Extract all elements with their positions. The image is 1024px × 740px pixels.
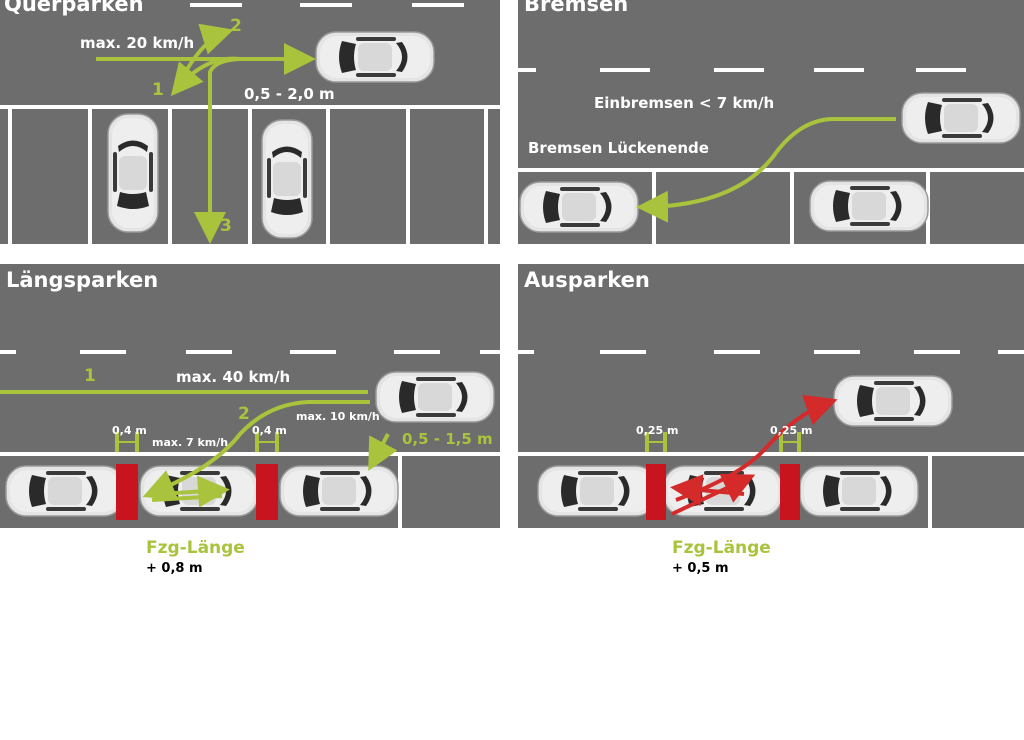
gap-block-left — [116, 464, 138, 520]
gap-block-right — [780, 464, 800, 520]
car-parked-front — [537, 465, 657, 517]
brake-label: Einbremsen < 7 km/h — [594, 94, 775, 112]
speed-label: max. 20 km/h — [80, 34, 195, 52]
car-parked-behind — [279, 465, 399, 517]
panel-title: Bremsen — [524, 0, 629, 16]
bremsen-scene — [518, 68, 1024, 244]
car-approaching — [315, 31, 435, 83]
car-parked-behind — [799, 465, 919, 517]
gap-block-right — [256, 464, 278, 520]
car-searching — [375, 371, 495, 423]
speed-mid-label: max. 10 km/h — [296, 410, 380, 423]
exit-arrows — [670, 394, 838, 516]
car-parked-right — [261, 119, 313, 239]
step-1-label: 1 — [84, 366, 96, 386]
panel-ausparken: Ausparken 0,25 m 0,25 m — [518, 264, 1024, 528]
gap-right-label: 0,4 m — [252, 424, 287, 437]
panel-laengsparken: Längsparken 1 2 max. 40 km/h max. 10 km/… — [0, 264, 500, 528]
laengs-caption-main: Fzg-Länge — [146, 538, 245, 558]
step-3-label: 3 — [220, 216, 232, 236]
step-2-label: 2 — [238, 404, 250, 424]
road-markings — [0, 3, 500, 244]
panel-title: Längsparken — [6, 268, 159, 292]
car-braking — [901, 92, 1021, 144]
panel-title: Querparken — [4, 0, 144, 16]
ausparken-scene — [518, 350, 1024, 528]
laengsparken-scene — [0, 350, 500, 528]
gap-left-label: 0,4 m — [112, 424, 147, 437]
road-markings — [0, 350, 500, 528]
guide-arrows — [636, 117, 896, 223]
road-markings — [518, 350, 1024, 528]
car-parked-left — [107, 113, 159, 233]
panel-title: Ausparken — [524, 268, 650, 292]
step-2-label: 2 — [230, 16, 242, 36]
car-leaving — [833, 375, 953, 427]
aus-caption-sub: + 0,5 m — [672, 561, 729, 576]
aus-caption-main: Fzg-Länge — [672, 538, 771, 558]
speed-fast-label: max. 40 km/h — [176, 368, 291, 386]
car-parked-front — [519, 181, 639, 233]
panel-bremsen: Bremsen Einbremsen < 7 km/h Bremsen Lück… — [518, 0, 1024, 244]
panel-querparken: Querparken max. 20 km/h 0,5 - 2,0 m 1 2 … — [0, 0, 500, 244]
distance-label: 0,5 - 2,0 m — [244, 85, 335, 103]
car-parked-front — [5, 465, 125, 517]
gap-block-left — [646, 464, 666, 520]
gap-right-label: 0,25 m — [770, 424, 813, 437]
querparken-scene — [0, 3, 500, 244]
laengs-caption-sub: + 0,8 m — [146, 561, 203, 576]
distance-label: 0,5 - 1,5 m — [402, 430, 493, 448]
speed-slow-label: max. 7 km/h — [152, 436, 229, 449]
gap-left-label: 0,25 m — [636, 424, 679, 437]
car-parked-behind — [809, 180, 929, 232]
step-1-label: 1 — [152, 80, 164, 100]
gap-end-label: Bremsen Lückenende — [528, 139, 709, 157]
guide-arrows — [96, 23, 316, 244]
guide-arrows — [0, 390, 398, 508]
